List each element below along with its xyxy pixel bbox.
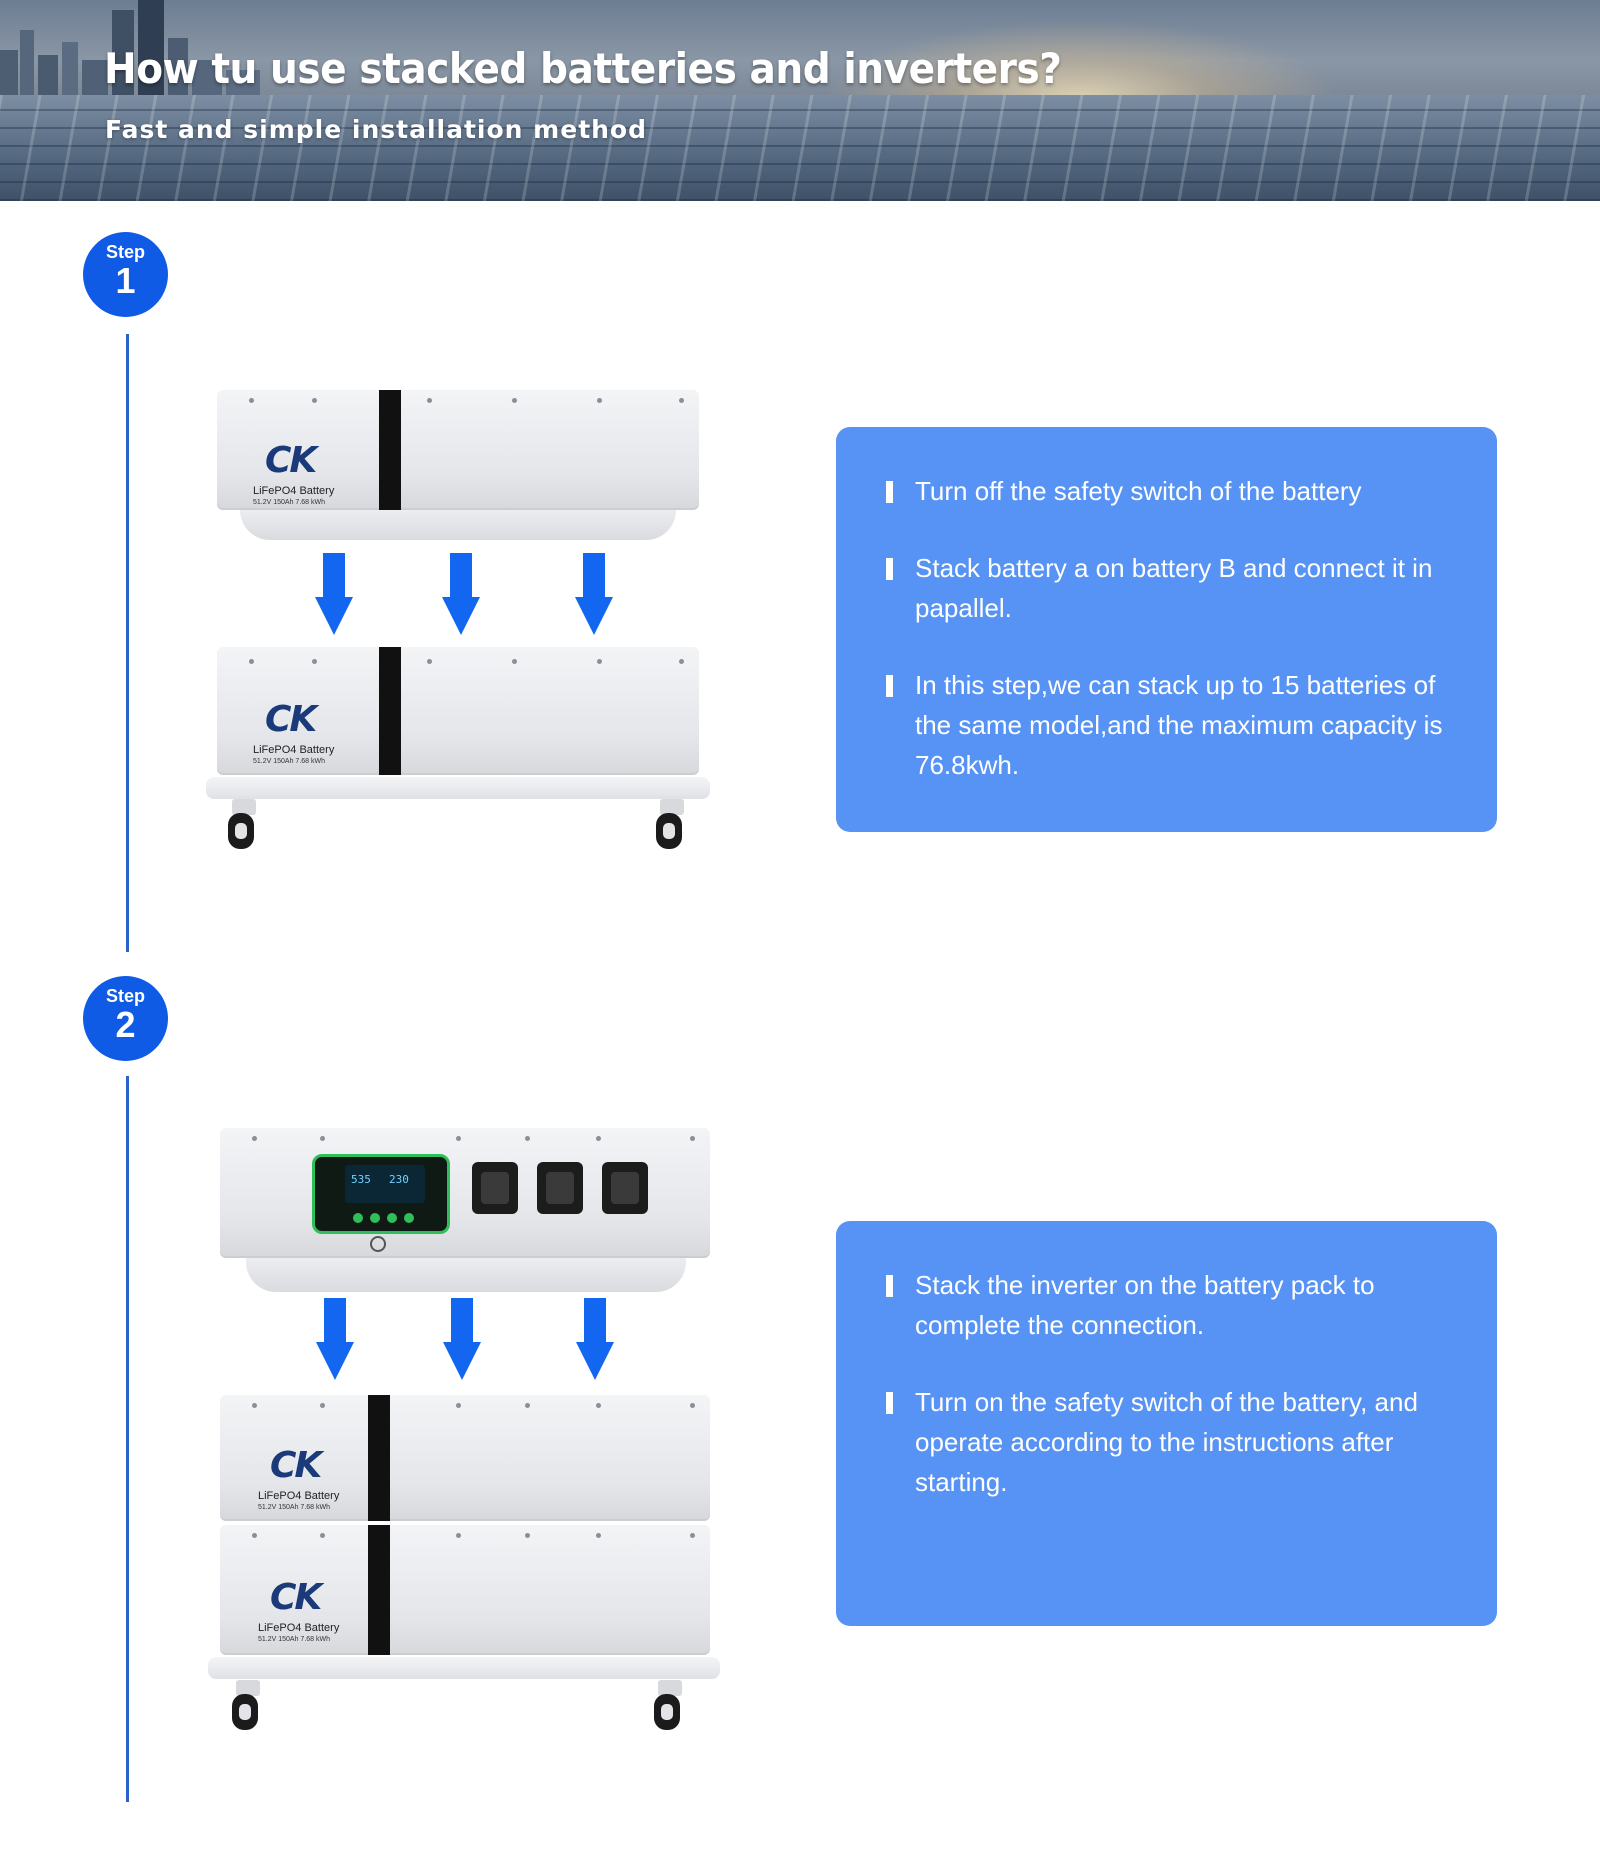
step-1-timeline — [126, 334, 129, 952]
bullet-marker-icon — [886, 558, 893, 580]
battery-spec: 51.2V 150Ah 7.68 kWh — [258, 1504, 330, 1511]
step-1-instructions: Turn off the safety switch of the batter… — [886, 471, 1467, 822]
instruction-item: Turn on the safety switch of the battery… — [886, 1382, 1467, 1502]
step-1-badge: Step 1 — [83, 232, 168, 317]
brand-logo: CK — [270, 1577, 322, 1618]
lcd-button-down[interactable] — [387, 1213, 397, 1223]
down-arrow-icon — [576, 1298, 614, 1380]
step-label: Step — [105, 242, 145, 262]
bullet-marker-icon — [886, 1392, 893, 1414]
battery-model: LiFePO4 Battery — [253, 485, 335, 497]
lcd-button-up[interactable] — [370, 1213, 380, 1223]
battery-a: CK LiFePO4 Battery 51.2V 150Ah 7.68 kWh — [217, 390, 699, 510]
instruction-item: In this step,we can stack up to 15 batte… — [886, 665, 1467, 785]
battery-spec: 51.2V 150Ah 7.68 kWh — [253, 758, 325, 765]
battery-b: CK LiFePO4 Battery 51.2V 150Ah 7.68 kWh — [217, 647, 699, 775]
lcd-reading-right: 230 — [389, 1173, 409, 1186]
header-banner: How tu use stacked batteries and inverte… — [0, 0, 1600, 201]
ac-socket-icon — [602, 1162, 648, 1214]
inverter-display: 535 230 — [312, 1154, 450, 1234]
battery-model: LiFePO4 Battery — [253, 744, 335, 756]
battery-model: LiFePO4 Battery — [258, 1490, 340, 1502]
battery-spec: 51.2V 150Ah 7.68 kWh — [258, 1636, 330, 1643]
inverter-underside — [246, 1258, 686, 1292]
cart-base — [208, 1657, 720, 1679]
instruction-item: Stack the inverter on the battery pack t… — [886, 1265, 1467, 1345]
brand-logo: CK — [270, 1445, 322, 1486]
lcd-button-esc[interactable] — [353, 1213, 363, 1223]
lcd-reading-left: 535 — [351, 1173, 371, 1186]
step-number: 2 — [115, 1004, 136, 1045]
down-arrow-icon — [443, 1298, 481, 1380]
wheel-icon — [648, 1680, 692, 1730]
step-2-timeline — [126, 1076, 129, 1802]
wheel-icon — [222, 799, 266, 849]
battery-upper: CK LiFePO4 Battery 51.2V 150Ah 7.68 kWh — [220, 1395, 710, 1521]
ac-socket-icon — [472, 1162, 518, 1214]
page-title: How tu use stacked batteries and inverte… — [104, 44, 1062, 93]
lcd-button-enter[interactable] — [404, 1213, 414, 1223]
inverter: 535 230 — [220, 1128, 710, 1258]
battery-lower: CK LiFePO4 Battery 51.2V 150Ah 7.68 kWh — [220, 1525, 710, 1655]
down-arrow-icon — [315, 553, 353, 635]
instruction-text: Stack the inverter on the battery pack t… — [915, 1270, 1375, 1340]
step-2-instructions: Stack the inverter on the battery pack t… — [886, 1265, 1467, 1539]
step-2-info-card: Stack the inverter on the battery pack t… — [836, 1221, 1497, 1626]
ac-socket-icon — [537, 1162, 583, 1214]
step-1-info-card: Turn off the safety switch of the batter… — [836, 427, 1497, 832]
wheel-icon — [650, 799, 694, 849]
battery-spec: 51.2V 150Ah 7.68 kWh — [253, 499, 325, 506]
instruction-text: Turn on the safety switch of the battery… — [915, 1387, 1418, 1497]
instruction-text: In this step,we can stack up to 15 batte… — [915, 670, 1443, 780]
step-2-badge: Step 2 — [83, 976, 168, 1061]
brand-logo: CK — [265, 440, 317, 481]
instruction-item: Stack battery a on battery B and connect… — [886, 548, 1467, 628]
instruction-text: Stack battery a on battery B and connect… — [915, 553, 1433, 623]
cart-base — [206, 777, 710, 799]
instruction-item: Turn off the safety switch of the batter… — [886, 471, 1467, 511]
step-2-illustration: 535 230 CK LiFePO4 Battery 51.2V 150Ah 7… — [200, 1120, 730, 1760]
power-button-icon[interactable] — [370, 1236, 386, 1252]
brand-logo: CK — [265, 699, 317, 740]
page-subtitle: Fast and simple installation method — [105, 115, 648, 144]
step-number: 1 — [115, 260, 136, 301]
step-label: Step — [105, 986, 145, 1006]
battery-model: LiFePO4 Battery — [258, 1622, 340, 1634]
battery-a-underside — [240, 510, 676, 540]
bullet-marker-icon — [886, 481, 893, 503]
instruction-text: Turn off the safety switch of the batter… — [915, 476, 1362, 506]
down-arrow-icon — [316, 1298, 354, 1380]
lcd-screen: 535 230 — [345, 1165, 425, 1203]
wheel-icon — [226, 1680, 270, 1730]
step-1-illustration: CK LiFePO4 Battery 51.2V 150Ah 7.68 kWh … — [200, 385, 720, 885]
bullet-marker-icon — [886, 1275, 893, 1297]
down-arrow-icon — [442, 553, 480, 635]
bullet-marker-icon — [886, 675, 893, 697]
down-arrow-icon — [575, 553, 613, 635]
solar-panel-field — [0, 95, 1600, 201]
